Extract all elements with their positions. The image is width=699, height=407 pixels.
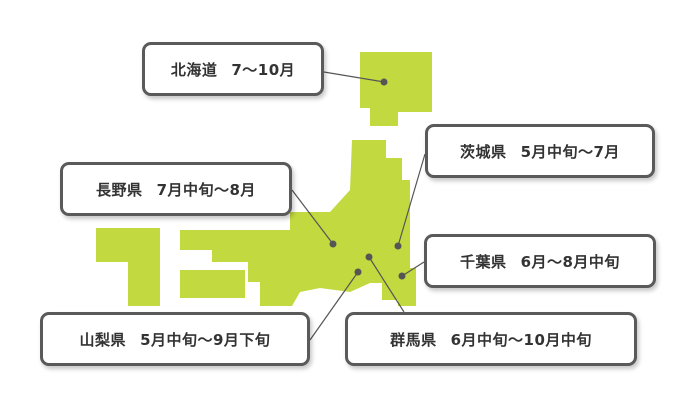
label-gunma-prefecture: 群馬県	[390, 330, 437, 349]
hokkaido-region	[360, 52, 432, 126]
label-hokkaido-prefecture: 北海道	[170, 60, 218, 79]
label-hokkaido-season: 7～10月	[231, 60, 296, 79]
label-ibaraki: 茨城県 5月中旬～7月	[425, 124, 655, 178]
label-ibaraki-season: 5月中旬～7月	[520, 142, 620, 161]
label-gunma: 群馬県 6月中旬～10月中旬	[345, 312, 637, 366]
leader-yamanashi	[309, 271, 359, 341]
marker-yamanashi	[354, 268, 362, 276]
marker-hokkaido	[380, 78, 388, 86]
label-chiba-prefecture: 千葉県	[460, 252, 507, 271]
kyushu-region	[96, 228, 160, 306]
land-masses	[96, 52, 432, 306]
label-nagano: 長野県 7月中旬～8月	[60, 162, 292, 216]
label-nagano-season: 7月中旬～8月	[156, 180, 256, 199]
leader-lines	[291, 71, 426, 341]
leader-chiba	[401, 261, 425, 277]
honshu-region	[180, 140, 410, 306]
label-chiba-season: 6月～8月中旬	[520, 252, 620, 271]
leader-ibaraki	[397, 153, 426, 247]
label-chiba: 千葉県 6月～8月中旬	[424, 234, 656, 288]
label-yamanashi-season: 5月中旬～9月下旬	[140, 330, 271, 349]
marker-gunma	[365, 253, 373, 261]
marker-nagano	[329, 240, 337, 248]
leader-hokkaido	[323, 71, 385, 83]
marker-chiba	[398, 272, 406, 280]
leader-nagano	[291, 189, 334, 245]
shikoku-region	[180, 270, 245, 298]
label-hokkaido: 北海道 7～10月	[142, 42, 324, 96]
marker-ibaraki	[394, 242, 402, 250]
label-yamanashi: 山梨県 5月中旬～9月下旬	[40, 312, 310, 366]
label-yamanashi-prefecture: 山梨県	[79, 330, 127, 349]
label-ibaraki-prefecture: 茨城県	[460, 142, 507, 161]
label-gunma-season: 6月中旬～10月中旬	[450, 330, 592, 349]
location-markers	[329, 78, 406, 280]
label-nagano-prefecture: 長野県	[96, 180, 143, 199]
leader-gunma	[368, 256, 405, 313]
